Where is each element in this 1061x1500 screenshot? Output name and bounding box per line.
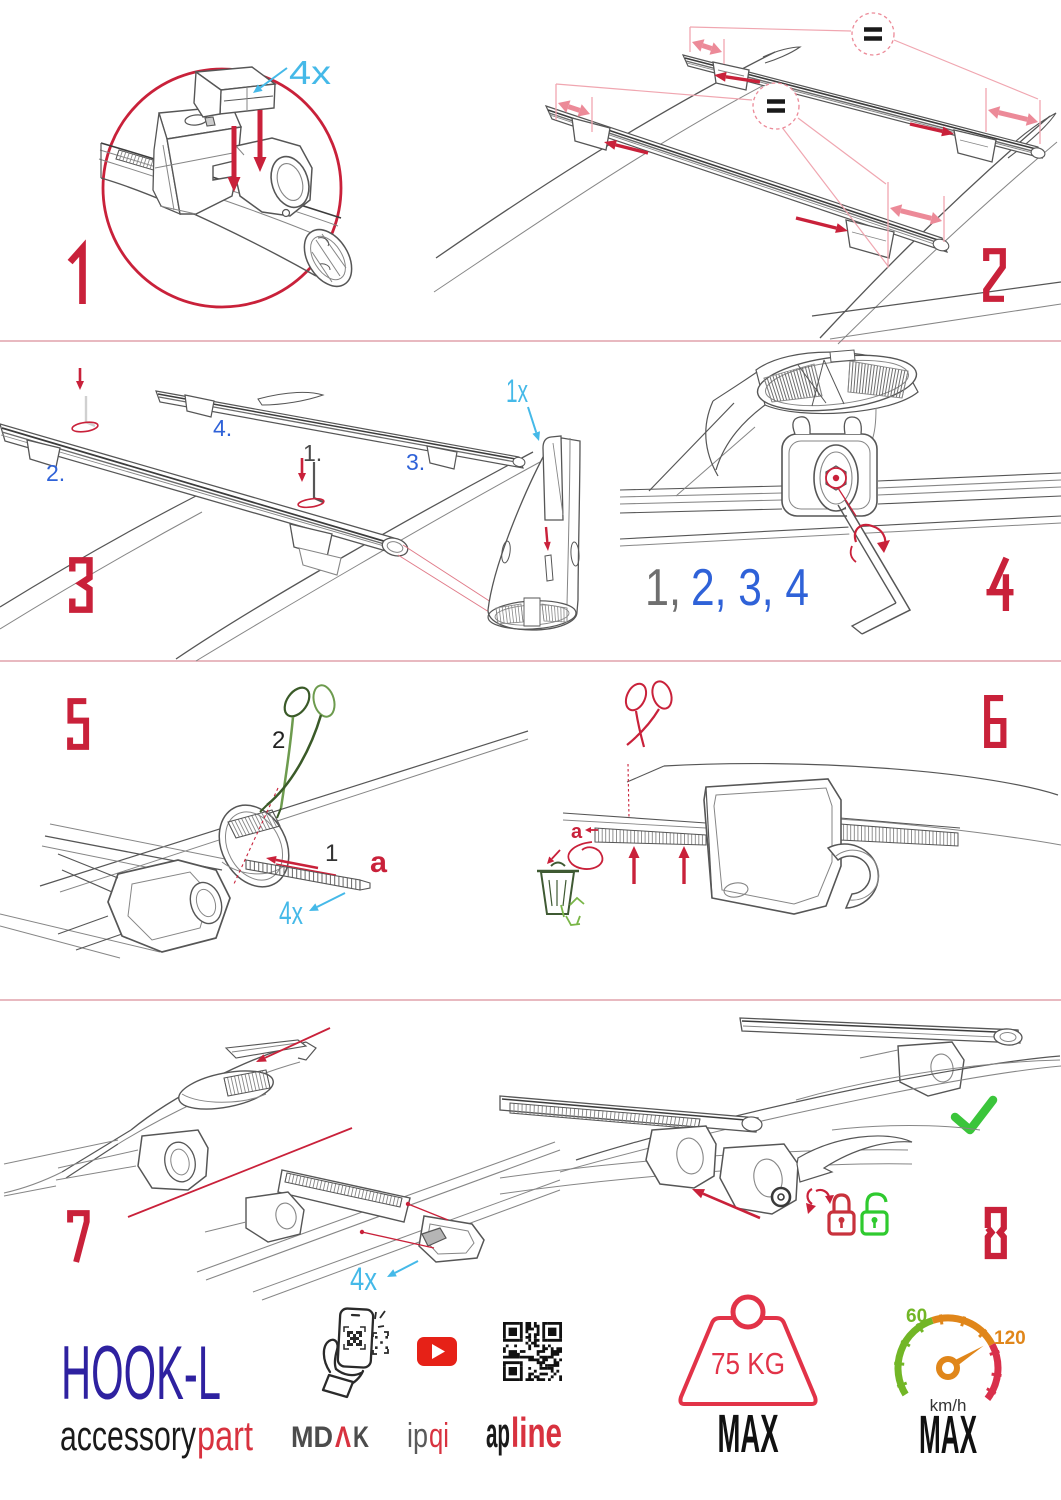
svg-text:MAX: MAX [919, 1405, 977, 1465]
svg-text:4x: 4x [279, 895, 303, 931]
svg-text:1.: 1. [303, 440, 322, 466]
svg-text:MD: MD [291, 1421, 333, 1454]
svg-text:4.: 4. [213, 415, 232, 441]
svg-text:km/h: km/h [930, 1396, 967, 1415]
svg-text:75 KG: 75 KG [711, 1346, 785, 1381]
svg-text:Λ: Λ [335, 1421, 351, 1454]
svg-text:HOOK-L: HOOK-L [61, 1331, 221, 1416]
svg-text:line: line [511, 1409, 562, 1456]
svg-text:part: part [197, 1412, 253, 1459]
svg-text:qi: qi [429, 1417, 449, 1455]
svg-text:1: 1 [325, 840, 338, 867]
svg-text:1,: 1, [645, 559, 681, 617]
svg-text:4x: 4x [350, 1261, 377, 1297]
svg-text:ip: ip [407, 1417, 428, 1455]
svg-text:2: 2 [272, 727, 285, 754]
svg-text:a: a [571, 821, 583, 843]
svg-text:accessory: accessory [60, 1412, 196, 1459]
svg-text:2.: 2. [46, 460, 65, 486]
svg-text:K: K [353, 1421, 369, 1454]
svg-text:3.: 3. [406, 449, 425, 475]
svg-text:120: 120 [994, 1328, 1026, 1349]
svg-text:4x: 4x [289, 54, 332, 91]
svg-text:1x: 1x [506, 373, 528, 409]
svg-text:a: a [370, 846, 387, 879]
svg-text:2, 3, 4: 2, 3, 4 [691, 559, 809, 617]
svg-text:ap: ap [486, 1409, 510, 1456]
svg-text:MAX: MAX [718, 1404, 779, 1464]
svg-text:60: 60 [906, 1306, 927, 1327]
